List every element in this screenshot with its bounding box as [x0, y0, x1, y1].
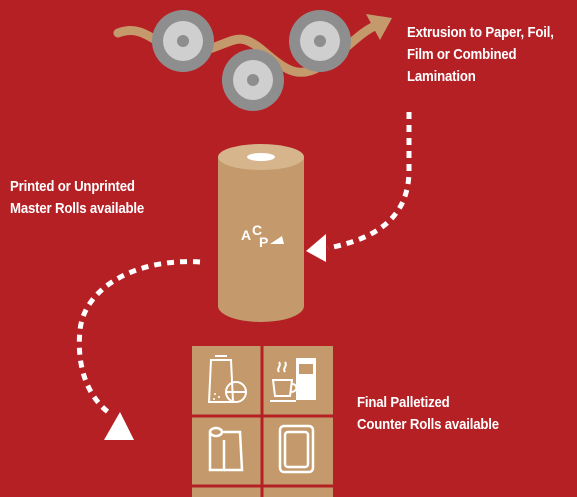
- pouch-icon: [278, 424, 315, 474]
- extrusion-caption: Extrusion to Paper, Foil, Film or Combin…: [407, 22, 554, 88]
- svg-text:P: P: [259, 234, 268, 250]
- master-rolls-caption-line: Master Rolls available: [10, 200, 145, 217]
- counter-rolls-grid: [192, 346, 333, 497]
- svg-text:A: A: [241, 227, 251, 243]
- extrusion-caption-line: Film or Combined: [407, 46, 517, 63]
- counter-rolls-caption-line: Counter Rolls available: [357, 416, 499, 433]
- acp-logo: A C P: [241, 222, 284, 250]
- extrusion-caption-line: Lamination: [407, 68, 476, 85]
- master-rolls-caption-line: Printed or Unprinted: [10, 178, 135, 195]
- paper-towel-roll-icon: [208, 426, 244, 472]
- flow-arrow-to-counter-rolls: [76, 259, 201, 440]
- roller-icon: [289, 10, 351, 72]
- master-rolls-caption: Printed or Unprinted Master Rolls availa…: [10, 176, 144, 220]
- flow-arrow-to-master-roll: [306, 112, 412, 262]
- counter-rolls-caption-line: Final Palletized: [357, 394, 450, 411]
- svg-text:C: C: [252, 222, 262, 238]
- counter-rolls-caption: Final Palletized Counter Rolls available: [357, 392, 499, 436]
- food-bag-icon: [207, 355, 247, 403]
- roller-icon: [222, 49, 284, 111]
- roller-icon: [152, 10, 214, 72]
- extrusion-caption-line: Extrusion to Paper, Foil,: [407, 24, 554, 41]
- master-roll-icon: A C P: [218, 144, 304, 322]
- coffee-cup-icon: [270, 358, 316, 402]
